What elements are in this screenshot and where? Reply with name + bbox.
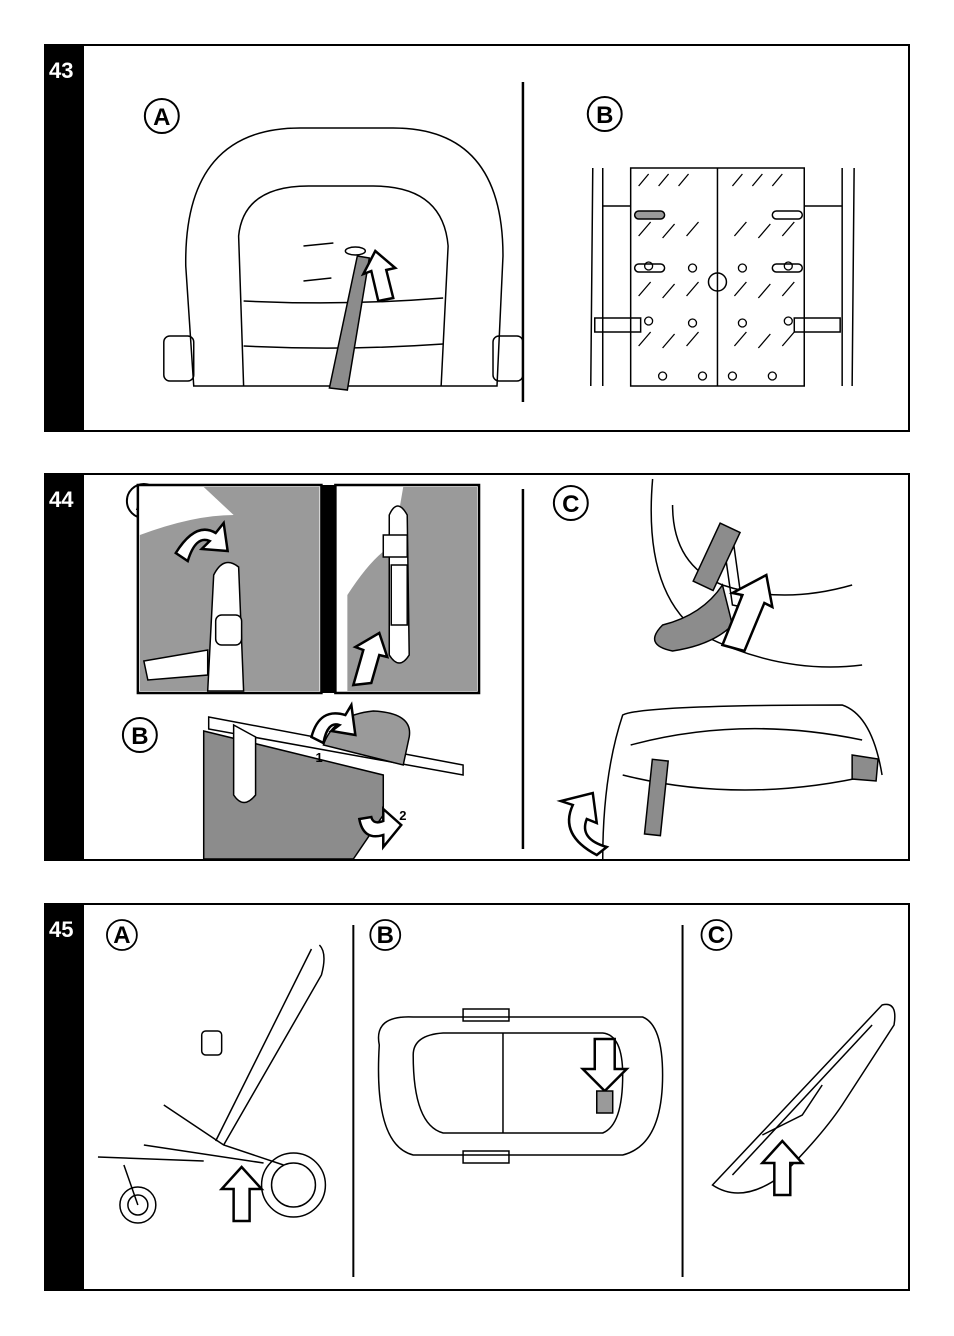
carrycot-side-drawing: [712, 1004, 894, 1195]
buckle-detail-left: [138, 485, 322, 693]
sublabel-c: C: [702, 920, 732, 950]
strap-detail-bottom: [561, 705, 882, 859]
step-44-panel: 44 A: [44, 473, 910, 861]
sublabel-a-text: A: [113, 922, 130, 949]
sublabel-b-text: B: [596, 102, 613, 129]
buckle-detail-right: [321, 485, 479, 693]
sublabel-a-text: A: [153, 104, 170, 131]
seat-base-drawing: [591, 168, 854, 386]
sublabel-b-text: B: [377, 922, 394, 949]
strap-detail-top: [651, 479, 862, 667]
step-number: 43: [49, 58, 73, 84]
step-number: 44: [49, 487, 73, 513]
stroller-frame-drawing: [98, 945, 325, 1223]
frame-fold-drawing: 1 2: [204, 705, 463, 859]
arrow-up-icon: [762, 1141, 802, 1195]
step-45-illustration: A B: [84, 905, 908, 1289]
callout-1: 1: [315, 750, 322, 765]
rotate-arrow-icon: [561, 793, 607, 855]
step-number-column: 44: [46, 475, 84, 859]
step-number-column: 43: [46, 46, 84, 430]
step-number: 45: [49, 917, 73, 943]
step-number-column: 45: [46, 905, 84, 1289]
sublabel-b: B: [370, 920, 400, 950]
step-43-illustration: A B: [84, 46, 908, 430]
sublabel-a: A: [107, 920, 137, 950]
arrow-up-icon: [222, 1167, 262, 1221]
callout-2: 2: [399, 808, 406, 823]
step-44-illustration: A B: [84, 475, 908, 859]
sublabel-c-text: C: [708, 922, 725, 949]
arrow-down-icon: [583, 1039, 627, 1091]
sublabel-c-text: C: [562, 491, 579, 518]
sublabel-a: A: [145, 99, 179, 133]
sublabel-c: C: [554, 486, 588, 520]
sublabel-b-text: B: [131, 723, 148, 750]
step-43-panel: 43 A: [44, 44, 910, 432]
step-45-panel: 45 A B: [44, 903, 910, 1291]
sublabel-b: B: [588, 97, 622, 131]
harness-strap: [329, 256, 369, 390]
carrycot-base-drawing: [379, 1009, 663, 1163]
sublabel-b: B: [123, 718, 157, 752]
